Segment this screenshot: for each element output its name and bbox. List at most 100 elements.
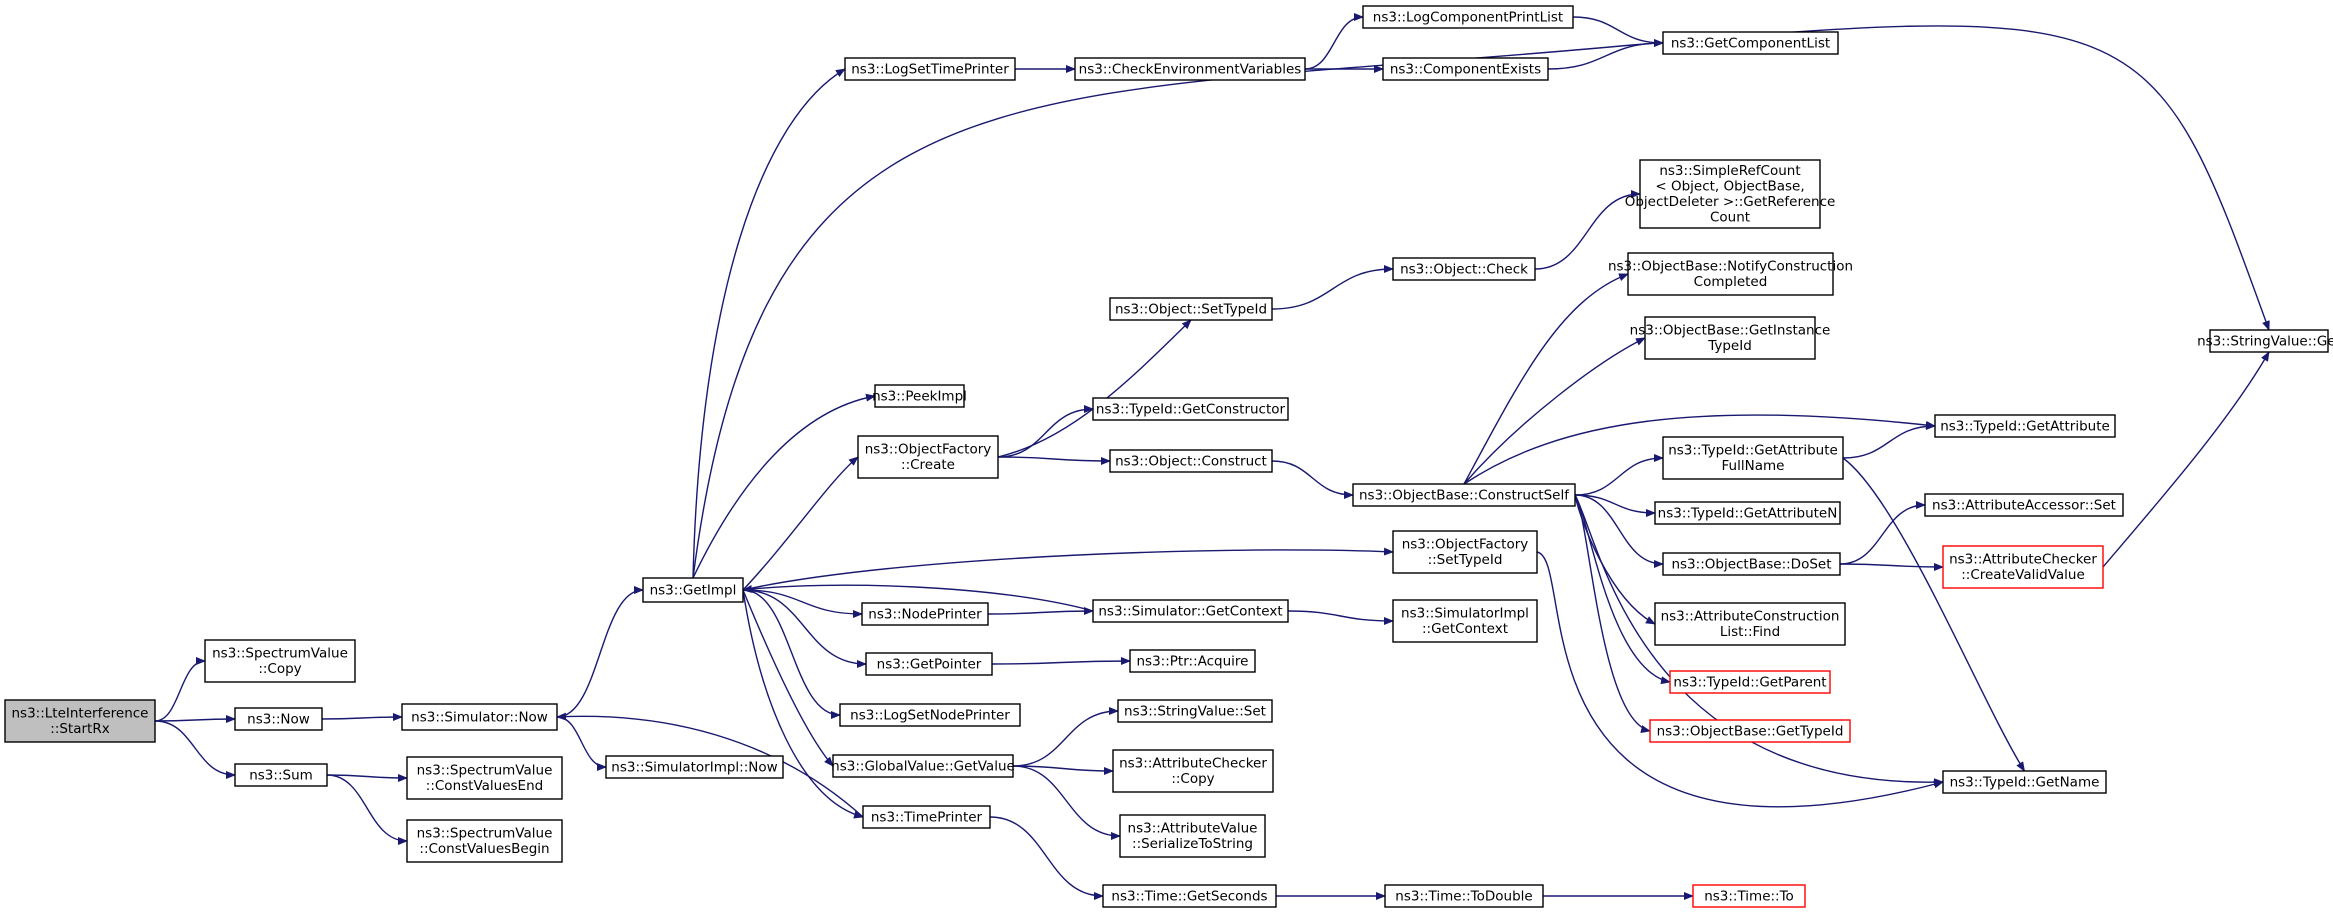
- call-edge: [1839, 562, 1944, 571]
- node-tid_getparent[interactable]: ns3::TypeId::GetParent: [1669, 670, 1831, 694]
- node-sim_getcontext[interactable]: ns3::Simulator::GetContext: [1092, 599, 1289, 623]
- node-label: ns3::TypeId::GetConstructor: [1096, 401, 1286, 417]
- node-box: [1934, 414, 2116, 438]
- node-box: [4, 699, 156, 743]
- node-label: ns3::ObjectBase::NotifyConstruction: [1608, 259, 1853, 275]
- node-box: [1654, 602, 1846, 646]
- node-label: ns3::ObjectBase::DoSet: [1671, 556, 1831, 572]
- call-edge: [692, 68, 846, 579]
- node-cv_end[interactable]: ns3::SpectrumValue::ConstValuesEnd: [406, 756, 563, 800]
- node-tid_getname[interactable]: ns3::TypeId::GetName: [1942, 770, 2107, 794]
- node-getimpl[interactable]: ns3::GetImpl: [642, 577, 744, 603]
- node-getpointer[interactable]: ns3::GetPointer: [865, 652, 993, 676]
- call-edge: [997, 456, 1111, 465]
- node-box: [1644, 316, 1816, 360]
- node-box: [1654, 501, 1841, 525]
- call-edge: [1574, 454, 1664, 496]
- call-edge: [1304, 13, 1364, 70]
- node-box: [1627, 252, 1834, 296]
- node-nodeprinter[interactable]: ns3::NodePrinter: [861, 602, 989, 626]
- node-compexists[interactable]: ns3::ComponentExists: [1382, 57, 1549, 81]
- node-label: ns3::SimulatorImpl::Now: [611, 759, 777, 775]
- node-av_serialize[interactable]: ns3::AttributeValue::SerializeToString: [1119, 814, 1266, 858]
- node-of_settypeid[interactable]: ns3::ObjectFactory::SetTypeId: [1392, 530, 1538, 574]
- node-sv_get[interactable]: ns3::StringValue::Get: [2197, 329, 2333, 353]
- node-label: ::ConstValuesEnd: [426, 778, 543, 794]
- node-time_todouble[interactable]: ns3::Time::ToDouble: [1384, 884, 1544, 908]
- node-label: ns3::Object::Construct: [1115, 453, 1267, 469]
- node-cv_begin[interactable]: ns3::SpectrumValue::ConstValuesBegin: [406, 819, 563, 863]
- node-ptr_acquire[interactable]: ns3::Ptr::Acquire: [1129, 649, 1256, 673]
- node-checkenv[interactable]: ns3::CheckEnvironmentVariables: [1074, 57, 1306, 81]
- node-ob_doset[interactable]: ns3::ObjectBase::DoSet: [1662, 552, 1841, 576]
- node-startrx[interactable]: ns3::LteInterference::StartRx: [4, 699, 156, 743]
- node-ob_notify[interactable]: ns3::ObjectBase::NotifyConstructionCompl…: [1608, 252, 1853, 296]
- node-label: ns3::Time::To: [1704, 888, 1794, 904]
- node-getcomplist[interactable]: ns3::GetComponentList: [1662, 31, 1839, 55]
- node-box: [1117, 699, 1273, 723]
- call-edge: [987, 607, 1094, 616]
- node-box: [406, 756, 563, 800]
- node-obj_check[interactable]: ns3::Object::Check: [1392, 257, 1536, 281]
- node-obj_settypeid[interactable]: ns3::Object::SetTypeId: [1109, 297, 1273, 321]
- node-label: ns3::StringValue::Get: [2197, 333, 2333, 349]
- node-timeprinter[interactable]: ns3::TimePrinter: [862, 805, 991, 829]
- node-tid_getattr[interactable]: ns3::TypeId::GetAttribute: [1934, 414, 2116, 438]
- node-box: [1924, 493, 2124, 517]
- node-simplerefcount[interactable]: ns3::SimpleRefCount< Object, ObjectBase,…: [1625, 159, 1836, 229]
- node-label: ns3::AttributeChecker: [1119, 756, 1267, 772]
- call-edge: [556, 712, 864, 818]
- node-label: ns3::LogSetTimePrinter: [851, 61, 1009, 77]
- call-edge: [326, 774, 408, 845]
- node-label: ::Copy: [258, 661, 301, 677]
- node-simimpl_now[interactable]: ns3::SimulatorImpl::Now: [605, 755, 784, 779]
- node-box: [865, 652, 993, 676]
- call-edge: [1536, 551, 1944, 808]
- call-edge: [1572, 16, 1664, 47]
- node-label: ns3::SpectrumValue: [212, 646, 348, 662]
- call-edge: [1012, 707, 1119, 767]
- node-time_to[interactable]: ns3::Time::To: [1692, 884, 1806, 908]
- node-of_create[interactable]: ns3::ObjectFactory::Create: [857, 435, 999, 479]
- node-box: [1382, 57, 1549, 81]
- node-sv_set[interactable]: ns3::StringValue::Set: [1117, 699, 1273, 723]
- node-now[interactable]: ns3::Now: [234, 707, 323, 731]
- node-label: ns3::TypeId::GetName: [1950, 774, 2100, 790]
- node-gv_getvalue[interactable]: ns3::GlobalValue::GetValue: [831, 754, 1015, 778]
- call-edge: [1271, 265, 1394, 310]
- node-logprintlist[interactable]: ns3::LogComponentPrintList: [1362, 5, 1574, 29]
- node-getconstructor[interactable]: ns3::TypeId::GetConstructor: [1092, 397, 1289, 421]
- node-sum[interactable]: ns3::Sum: [234, 763, 328, 787]
- node-box: [1092, 599, 1289, 623]
- node-label: ::GetContext: [1422, 621, 1508, 637]
- node-ac_copy[interactable]: ns3::AttributeChecker::Copy: [1112, 749, 1274, 793]
- node-logsetnode[interactable]: ns3::LogSetNodePrinter: [839, 703, 1021, 727]
- call-edge: [1839, 501, 1926, 565]
- node-logsettime[interactable]: ns3::LogSetTimePrinter: [844, 57, 1016, 81]
- node-ob_constructself[interactable]: ns3::ObjectBase::ConstructSelf: [1352, 483, 1576, 507]
- node-box: [1119, 814, 1266, 858]
- node-label: ns3::TypeId::GetAttributeN: [1658, 505, 1838, 521]
- node-time_getseconds[interactable]: ns3::Time::GetSeconds: [1102, 884, 1277, 908]
- node-obj_construct[interactable]: ns3::Object::Construct: [1109, 449, 1273, 473]
- node-sim_now[interactable]: ns3::Simulator::Now: [401, 703, 558, 731]
- call-edge: [1012, 765, 1121, 840]
- node-label: ::Create: [901, 457, 955, 473]
- node-box: [1639, 159, 1821, 229]
- node-label: ns3::GetImpl: [650, 582, 737, 598]
- node-ob_gettypeid[interactable]: ns3::ObjectBase::GetTypeId: [1649, 719, 1851, 743]
- node-box: [234, 707, 323, 731]
- node-box: [1074, 57, 1306, 81]
- node-ac_createvalid[interactable]: ns3::AttributeChecker::CreateValidValue: [1942, 545, 2104, 589]
- node-sv_copy[interactable]: ns3::SpectrumValue::Copy: [204, 639, 356, 683]
- call-edge: [1574, 494, 1651, 733]
- node-aa_set[interactable]: ns3::AttributeAccessor::Set: [1924, 493, 2124, 517]
- node-peekimpl[interactable]: ns3::PeekImpl: [872, 384, 967, 408]
- node-tid_getattrn[interactable]: ns3::TypeId::GetAttributeN: [1654, 501, 1841, 525]
- node-box: [839, 703, 1021, 727]
- node-label: ::SerializeToString: [1132, 836, 1253, 852]
- node-simimpl_getcontext[interactable]: ns3::SimulatorImpl::GetContext: [1392, 599, 1538, 643]
